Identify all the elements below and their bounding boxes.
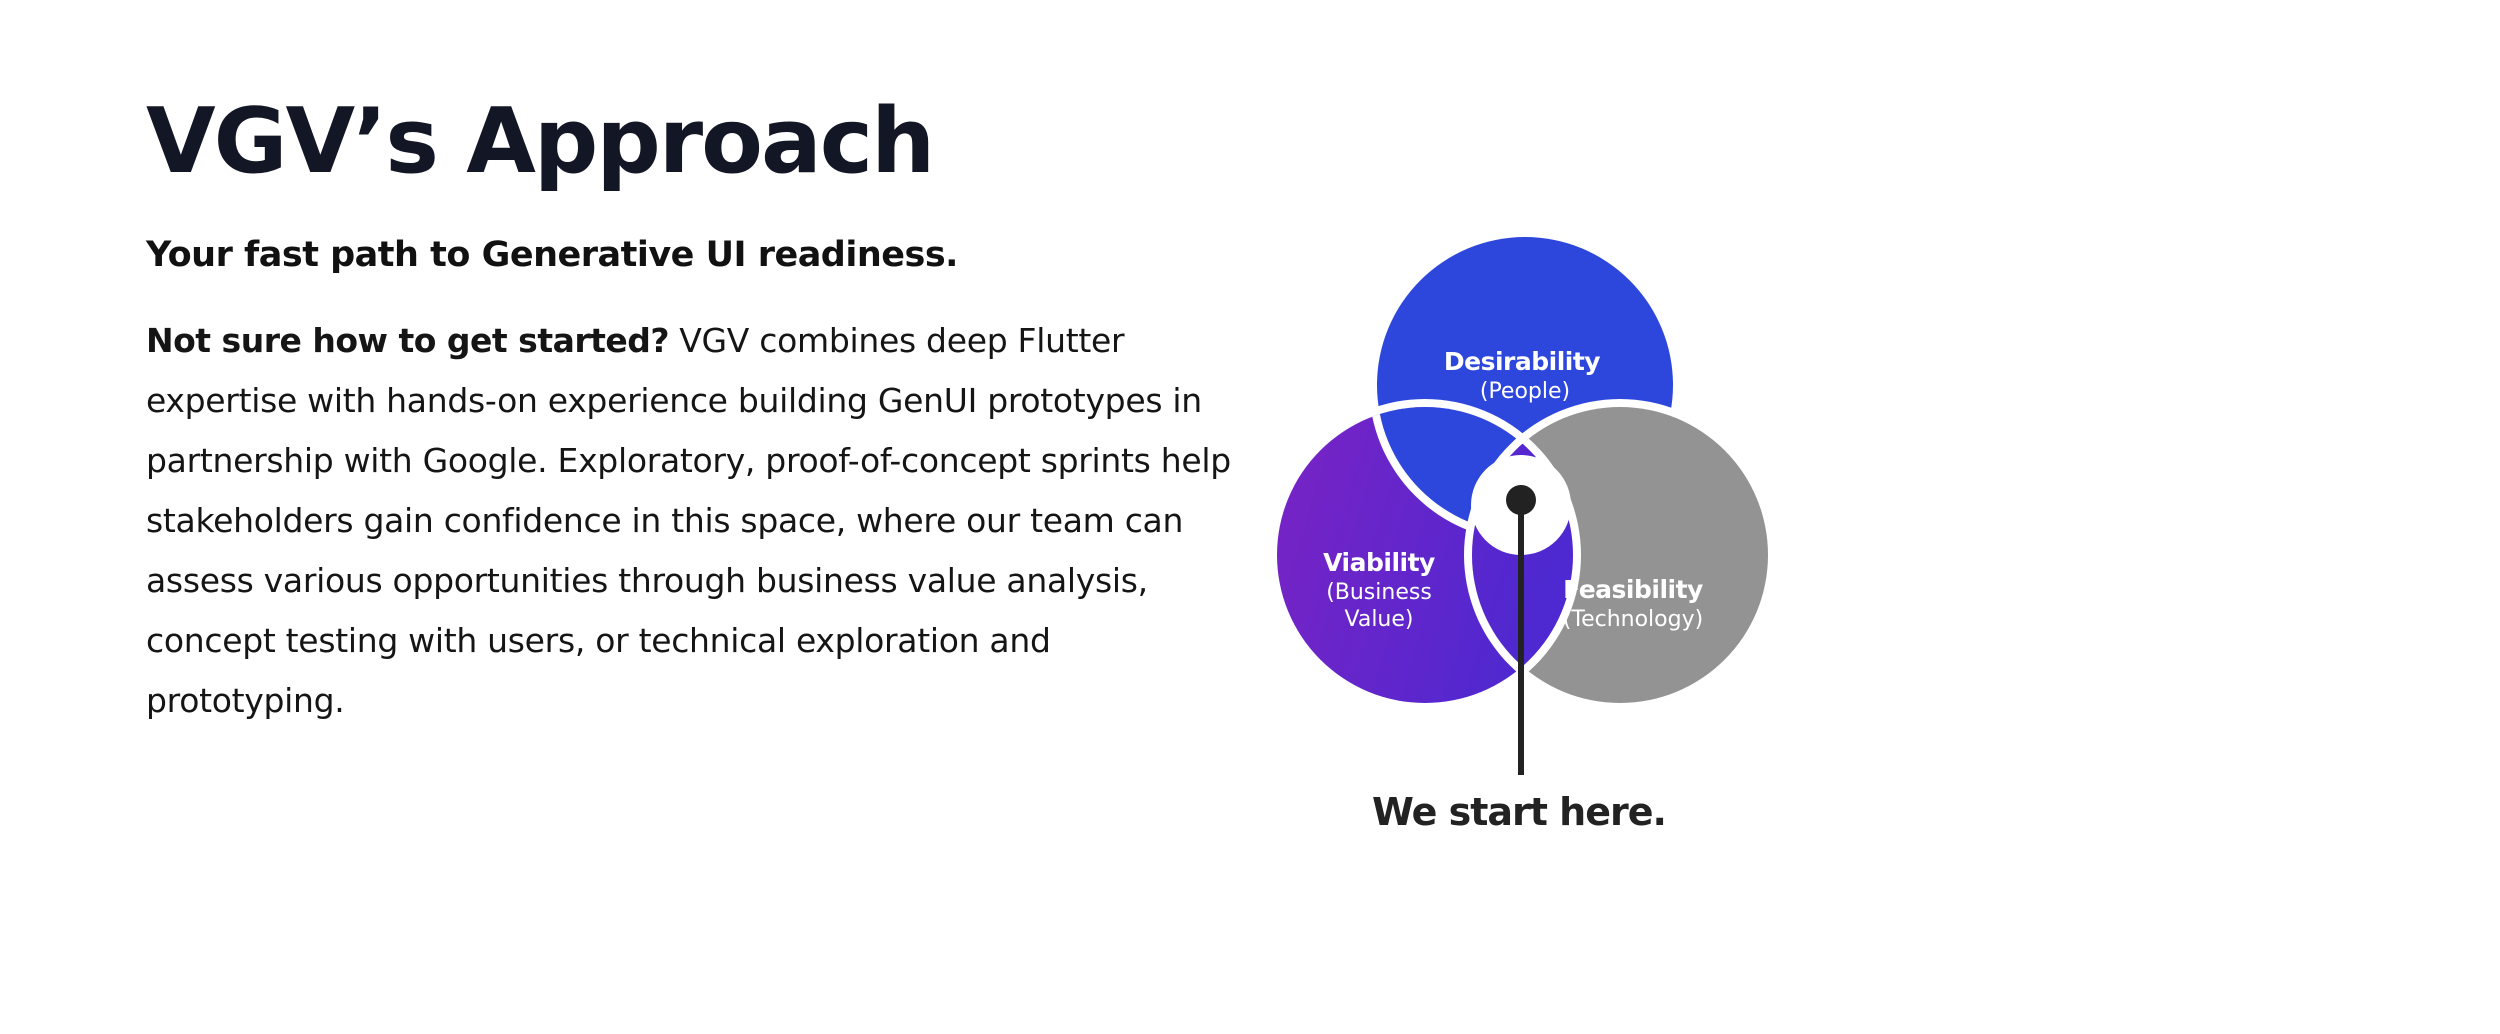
body-text: VGV combines deep Flutter expertise with…	[146, 321, 1231, 720]
desirability-label: Desirability	[1444, 347, 1600, 376]
desirability-sub: (People)	[1480, 379, 1570, 404]
feasibility-label: Feasibility	[1563, 575, 1703, 604]
page-subtitle: Your fast path to Generative UI readines…	[146, 235, 958, 275]
viability-sub-1: (Business	[1326, 580, 1432, 605]
body-paragraph: Not sure how to get started? VGV combine…	[146, 311, 1246, 731]
callout-text: We start here.	[1372, 790, 1666, 834]
viability-label: Viability	[1323, 548, 1435, 577]
body-lead: Not sure how to get started?	[146, 321, 670, 360]
desirability-overlap	[1377, 407, 1573, 533]
viability-sub-2: Value)	[1345, 607, 1414, 632]
feasibility-sub: (Technology)	[1563, 607, 1703, 632]
content-column: VGV’s Approach Your fast path to Generat…	[146, 92, 1246, 731]
page-title: VGV’s Approach	[146, 89, 935, 194]
pointer-dot	[1506, 485, 1536, 515]
